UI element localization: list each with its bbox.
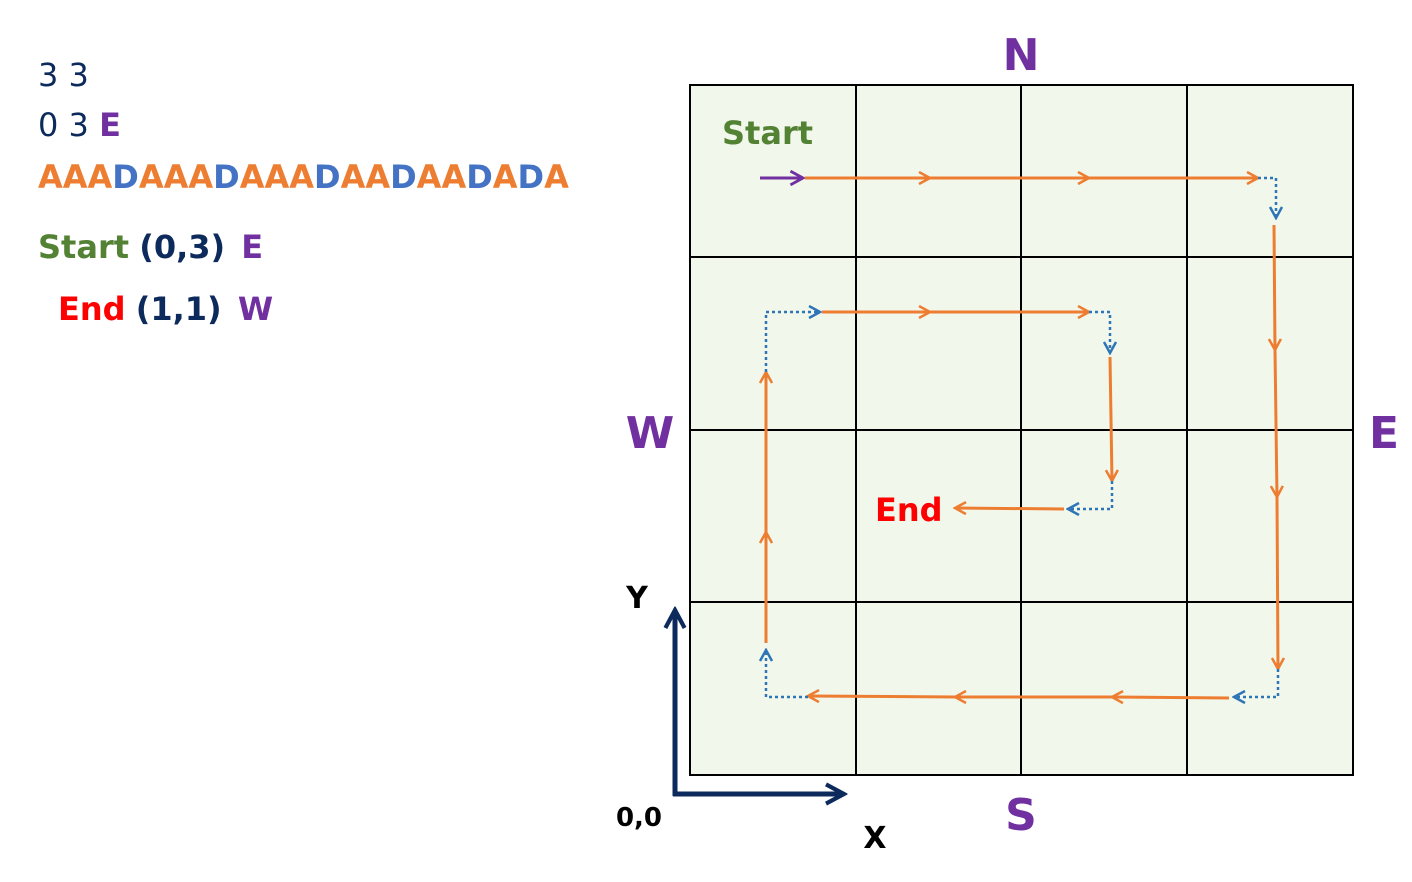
command-turn: D (213, 158, 240, 196)
turn-arrow (1089, 310, 1110, 353)
compass-south: S (1005, 790, 1037, 841)
command-turn: D (517, 158, 545, 196)
end-result-label: End (58, 290, 126, 328)
start-position-line: 0 3 E (38, 106, 121, 144)
turn-arrow (1258, 176, 1276, 218)
move-arrow (1274, 224, 1275, 350)
compass-north: N (1003, 30, 1040, 81)
command-move: AA (340, 158, 391, 196)
start-result-label: Start (38, 228, 130, 266)
move-arrow (955, 508, 1065, 509)
move-arrow (808, 696, 956, 697)
move-arrow (1112, 697, 1230, 698)
start-label: Start (722, 114, 813, 152)
command-turn: D (390, 158, 417, 196)
command-move: A (492, 158, 518, 196)
grid-size-line: 3 3 (38, 56, 89, 94)
start-result-coords: (0,3) (139, 228, 226, 266)
origin-label: 0,0 (616, 803, 662, 833)
command-turn: D (112, 158, 139, 196)
command-move: AAA (239, 158, 315, 196)
compass-west: W (626, 408, 675, 459)
move-arrow (1277, 496, 1278, 669)
command-string: AAADAAADAAADAADAADADA (38, 158, 569, 196)
command-turn: D (466, 158, 493, 196)
command-move: A (544, 158, 569, 196)
move-arrow (1110, 356, 1112, 481)
start-result-line: Start (0,3) E (38, 228, 263, 266)
command-move: AAA (138, 158, 214, 196)
x-axis-label: X (863, 821, 886, 856)
command-turn: D (314, 158, 341, 196)
end-result-coords: (1,1) (135, 290, 222, 328)
end-result-line: End (1,1) W (58, 290, 273, 328)
move-arrow (1275, 349, 1277, 497)
start-direction-text: E (99, 106, 121, 144)
compass-east: E (1369, 408, 1399, 459)
command-move: AAA (38, 158, 113, 196)
start-coords-text: 0 3 (38, 106, 89, 144)
turn-arrow (766, 650, 808, 699)
y-axis-label: Y (625, 581, 649, 616)
end-label: End (875, 491, 943, 529)
turn-arrow (764, 312, 820, 372)
start-result-direction: E (241, 228, 264, 266)
command-move: AA (416, 158, 467, 196)
end-result-direction: W (237, 290, 274, 328)
